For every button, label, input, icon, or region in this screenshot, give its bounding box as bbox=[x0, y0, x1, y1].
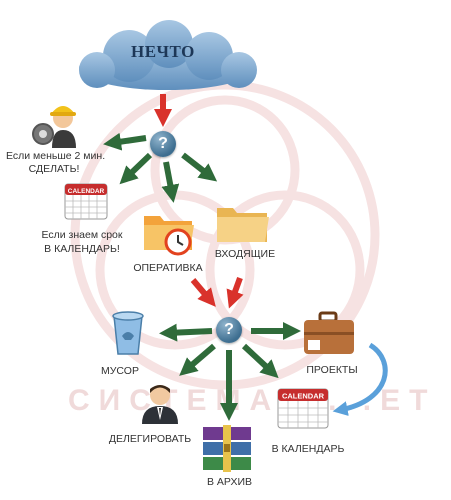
cycle-arrow bbox=[332, 342, 388, 416]
label-inbox: ВХОДЯЩИЕ bbox=[214, 248, 276, 260]
calendar-icon-top: CALENDAR bbox=[64, 183, 108, 220]
archive-books-icon bbox=[203, 425, 251, 472]
folder-clock-icon bbox=[144, 216, 194, 256]
arrow-to-calendar-bottom bbox=[241, 343, 279, 379]
question-icon-top: ? bbox=[150, 131, 176, 157]
arrow-to-delegate bbox=[179, 343, 216, 376]
label-projects: ПРОЕКТЫ bbox=[306, 364, 358, 376]
arrow-to-do-now bbox=[103, 132, 147, 151]
label-to-calendar: В КАЛЕНДАРЬ bbox=[271, 443, 345, 455]
arrow-operative-to-question bbox=[190, 278, 216, 307]
label-trash: МУСОР bbox=[101, 365, 139, 377]
arrow-to-calendar-top bbox=[119, 152, 153, 185]
label-calendar-1: Если знаем срок bbox=[41, 229, 123, 241]
question-icon-bottom: ? bbox=[216, 317, 242, 343]
briefcase-icon bbox=[304, 311, 354, 354]
label-small-task-1: Если меньше 2 мин. bbox=[6, 150, 106, 162]
label-calendar-2: В КАЛЕНДАРЬ! bbox=[44, 243, 120, 255]
worker-gear-icon bbox=[32, 106, 76, 148]
trash-bin-icon bbox=[112, 311, 144, 355]
arrow-inbox-to-question bbox=[226, 276, 244, 309]
calendar-icon-bottom: CALENDAR bbox=[277, 388, 329, 429]
label-archive: В АРХИВ bbox=[206, 476, 252, 488]
arrow-to-trash bbox=[159, 323, 213, 342]
cloud-icon bbox=[79, 20, 257, 90]
calendar-header-bottom: CALENDAR bbox=[282, 392, 325, 401]
label-small-task-2: СДЕЛАТЬ! bbox=[28, 163, 80, 175]
folder-icon bbox=[217, 208, 269, 242]
businessman-icon bbox=[142, 385, 178, 424]
calendar-header-top: CALENDAR bbox=[68, 188, 105, 195]
arrow-to-inbox bbox=[181, 152, 218, 182]
arrow-to-operative bbox=[161, 161, 180, 203]
cloud-title: НЕЧТО bbox=[131, 42, 195, 61]
label-delegate: ДЕЛЕГИРОВАТЬ bbox=[108, 433, 192, 445]
label-operative: ОПЕРАТИВКА bbox=[133, 262, 203, 274]
